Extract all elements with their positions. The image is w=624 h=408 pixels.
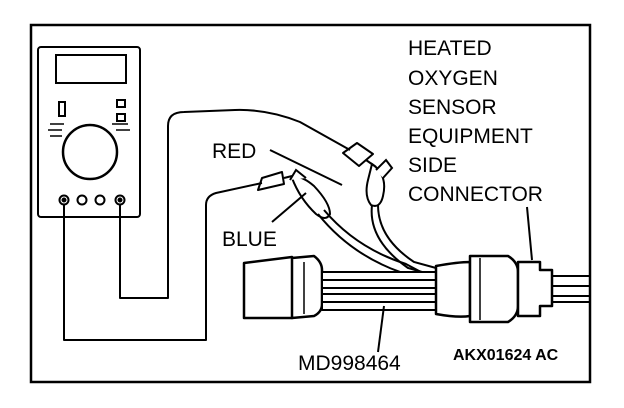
multimeter-range-indicator [58, 101, 66, 117]
label-tool-number: MD998464 [298, 352, 401, 375]
left-connector-collar [290, 254, 324, 320]
red-lead-wire [119, 108, 351, 299]
multimeter-dial [61, 123, 119, 181]
probe-clips [269, 149, 437, 287]
label-red: RED [212, 140, 256, 163]
blue-lead-wire [63, 182, 263, 341]
connector-pointer [526, 206, 533, 261]
label-heated: HEATED [408, 37, 492, 60]
multimeter-button-2 [116, 113, 126, 122]
label-side: SIDE [408, 154, 457, 177]
right-connector [516, 260, 554, 318]
harness-bundle [321, 271, 437, 311]
multimeter-display [55, 54, 127, 84]
multimeter [37, 46, 141, 218]
label-equipment: EQUIPMENT [408, 125, 533, 148]
blue-probe [257, 171, 285, 191]
center-junction [434, 260, 472, 318]
test-leads [63, 108, 377, 341]
multimeter-button-1 [116, 99, 126, 108]
tool-pointer [377, 305, 385, 353]
label-oxygen: OXYGEN [408, 67, 498, 90]
label-sensor: SENSOR [408, 96, 497, 119]
harness-adapter [242, 254, 590, 324]
multimeter-jacks [58, 194, 126, 206]
figure-id: AKX01624 AC [453, 347, 559, 364]
label-connector: CONNECTOR [408, 183, 543, 206]
red-probe [342, 142, 374, 167]
label-blue: BLUE [222, 228, 277, 251]
figure-frame [29, 23, 592, 384]
blue-alligator-clip [290, 176, 332, 219]
dial-scale-lines [48, 123, 130, 137]
multimeter-body [37, 46, 141, 218]
